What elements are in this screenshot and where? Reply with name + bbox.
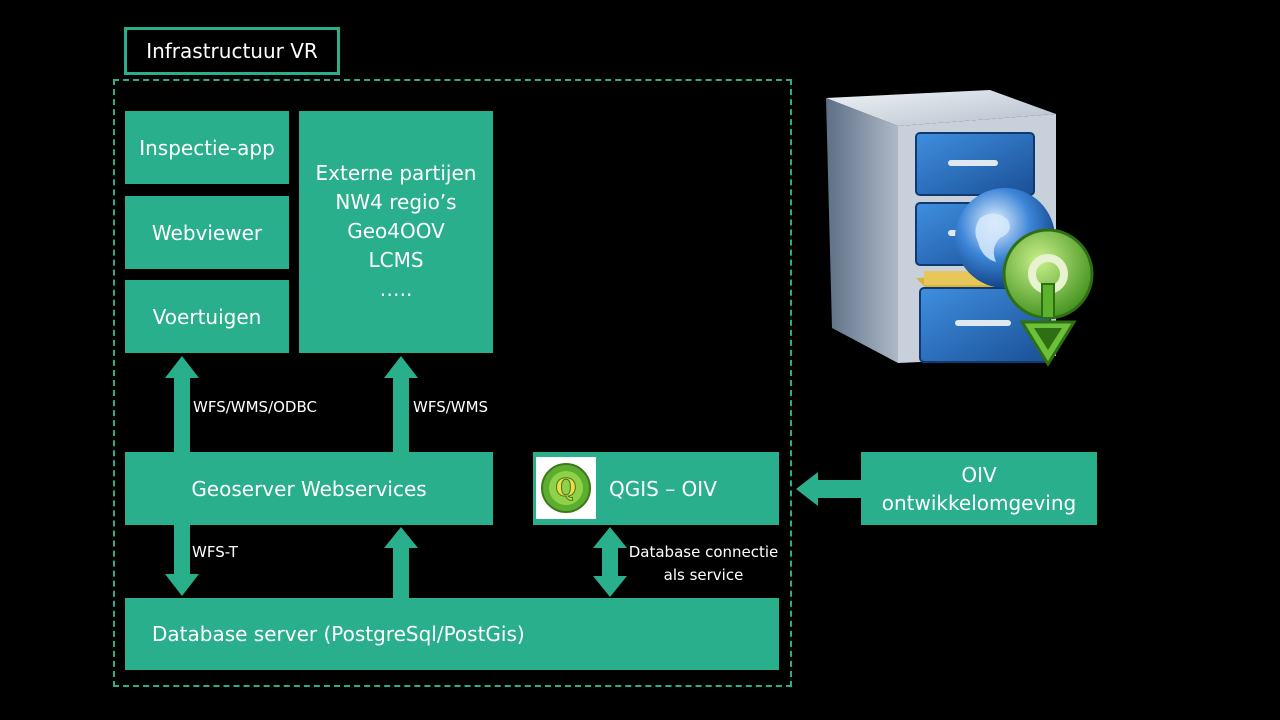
label-wfs-wms-odbc: WFS/WMS/ODBC [193,398,317,416]
voertuigen-label: Voertuigen [152,304,262,329]
geoserver-label: Geoserver Webservices [191,476,427,501]
arrow-left-oiv-qgis [796,472,861,506]
externe-line: ….. [379,277,413,301]
arrow-up-geoserver-externe [384,356,418,452]
qgis-oiv-label: QGIS – OIV [609,476,717,501]
diagram-title: Infrastructuur VR [124,27,340,75]
externe-partijen-list: Externe partijen NW4 regio’s Geo4OOV LCM… [316,159,477,304]
arrow-double-qgis-db [593,527,627,597]
inspectie-app-box: Inspectie-app [125,111,289,184]
externe-line: Geo4OOV [347,219,445,243]
externe-line: LCMS [368,248,424,272]
oiv-dev-line2: ontwikkelomgeving [881,490,1077,515]
arrow-up-geoserver-apps [165,356,199,452]
label-db-connectie-line1: Database connectie [628,543,779,561]
externe-line: NW4 regio’s [335,190,457,214]
geoserver-box: Geoserver Webservices [125,452,493,525]
oiv-ontwikkelomgeving-box: OIV ontwikkelomgeving [861,452,1097,525]
qgis-logo-icon: Q [536,457,596,519]
database-server-box: Database server (PostgreSql/PostGis) [125,598,779,670]
server-cabinet-icon [826,90,1094,367]
label-wfs-wms: WFS/WMS [413,398,489,416]
arrow-down-wfst [165,525,199,596]
inspectie-app-label: Inspectie-app [139,135,275,160]
externe-line: Externe partijen [315,161,477,185]
label-wfs-t: WFS-T [192,543,238,561]
externe-partijen-box: Externe partijen NW4 regio’s Geo4OOV LCM… [299,111,493,353]
oiv-dev-line1: OIV [961,462,997,487]
svg-text:Q: Q [556,473,577,502]
arrow-up-db-geoserver [384,527,418,598]
label-db-connectie: Database connectie als service [626,541,781,587]
label-db-connectie-line2: als service [663,566,744,584]
webviewer-box: Webviewer [125,196,289,269]
voertuigen-box: Voertuigen [125,280,289,353]
database-server-label: Database server (PostgreSql/PostGis) [152,622,525,646]
qgis-oiv-box: Q QGIS – OIV [533,452,779,525]
webviewer-label: Webviewer [151,220,263,245]
infrastructure-frame [113,79,792,687]
